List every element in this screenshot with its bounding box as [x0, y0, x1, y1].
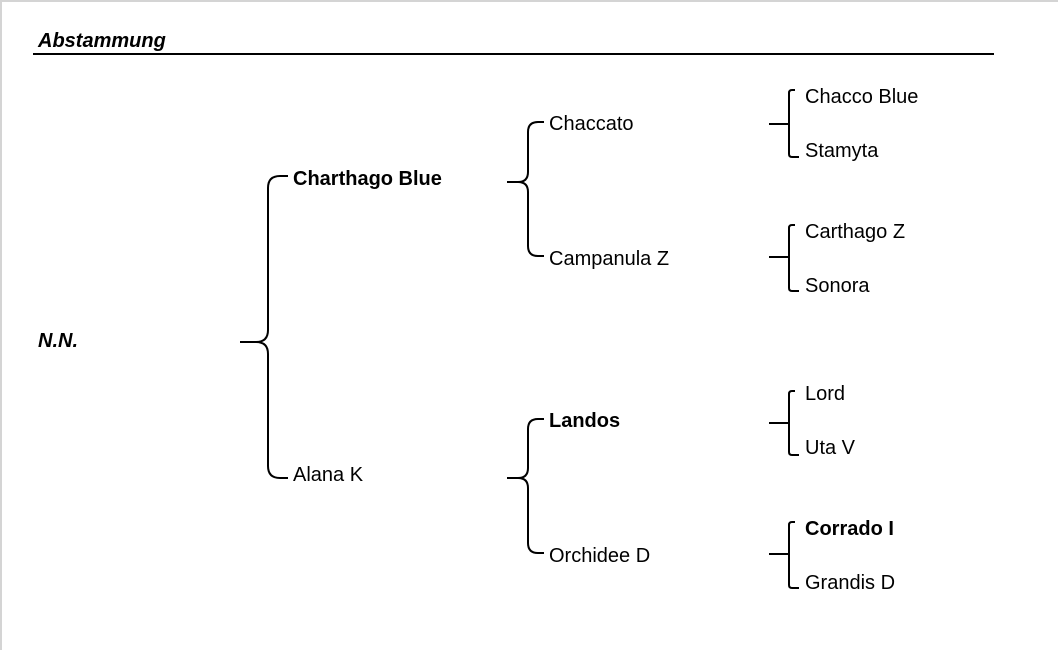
- dam-name: Alana K: [293, 464, 364, 486]
- sire-name: Charthago Blue: [293, 168, 442, 190]
- brace-sire: [507, 121, 544, 257]
- great-grandparent-5-name: Lord: [805, 383, 846, 405]
- subject-name: N.N.: [38, 330, 78, 352]
- great-grandparent-6-name: Uta V: [805, 437, 856, 459]
- granddam-paternal-name: Campanula Z: [549, 248, 670, 270]
- grandsire-maternal-name: Landos: [549, 410, 621, 432]
- brace-subject: [240, 175, 288, 479]
- bracket-chaccato: [769, 89, 799, 158]
- grandsire-paternal-name: Chaccato: [549, 113, 634, 135]
- title-underline: [33, 53, 994, 55]
- brace-dam: [507, 418, 544, 554]
- great-grandparent-7-name: Corrado I: [805, 518, 894, 540]
- bracket-orchidee: [769, 521, 799, 589]
- great-grandparent-4-name: Sonora: [805, 275, 870, 297]
- great-grandparent-3-name: Carthago Z: [805, 221, 906, 243]
- section-title: Abstammung: [38, 30, 166, 52]
- granddam-maternal-name: Orchidee D: [549, 545, 651, 567]
- great-grandparent-8-name: Grandis D: [805, 572, 896, 594]
- great-grandparent-1-name: Chacco Blue: [805, 86, 919, 108]
- bracket-campanula: [769, 224, 799, 292]
- great-grandparent-2-name: Stamyta: [805, 140, 879, 162]
- bracket-landos: [769, 390, 799, 456]
